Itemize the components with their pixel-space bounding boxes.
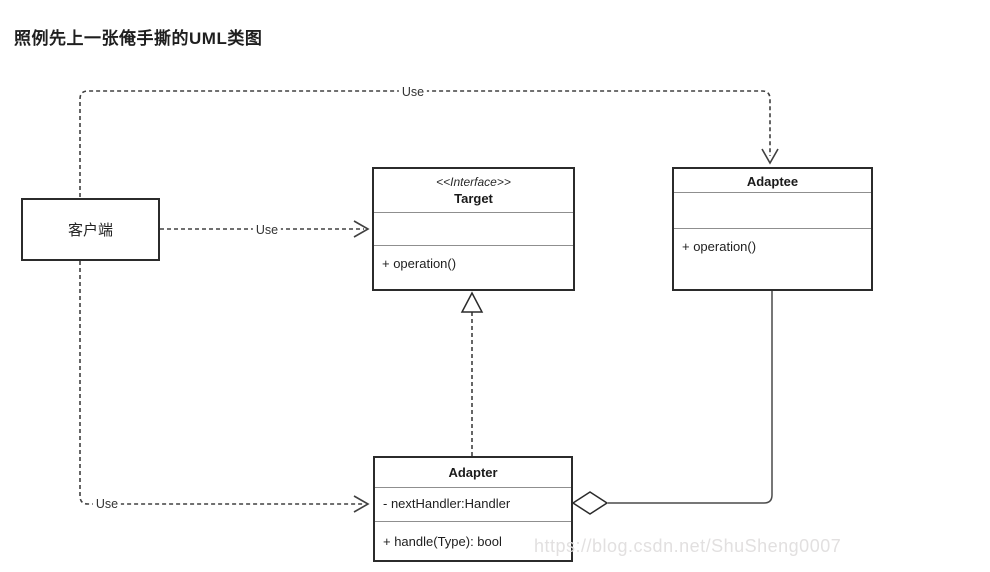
- method-item: + operation(): [682, 239, 757, 254]
- use-dependency-line-client-adaptee: [79, 90, 771, 197]
- attributes-section-adapter: - nextHandler:Handler: [375, 488, 571, 522]
- attributes-section-target: [374, 213, 573, 246]
- class-box-adapter: Adapter - nextHandler:Handler + handle(T…: [373, 456, 573, 562]
- aggregation-line-adaptee-adapter: [608, 291, 773, 504]
- class-box-client: 客户端: [21, 198, 160, 261]
- attribute-item: - nextHandler:Handler: [383, 496, 511, 511]
- use-dependency-line-client-adapter: [79, 261, 364, 505]
- edge-label-use-top: Use: [398, 85, 428, 99]
- edge-label-use-middle: Use: [252, 223, 282, 237]
- class-name-client: 客户端: [67, 222, 113, 239]
- open-arrowhead-icon-target: [353, 220, 370, 238]
- method-item: + handle(Type): bool: [383, 534, 502, 549]
- methods-section-adapter: + handle(Type): bool: [375, 522, 571, 549]
- class-box-target: <<Interface>> Target + operation(): [372, 167, 575, 291]
- edge-label-use-bottom: Use: [92, 497, 122, 511]
- methods-section-adaptee: + operation(): [674, 229, 871, 254]
- class-name-adapter: Adapter: [448, 465, 498, 480]
- class-header-target: <<Interface>> Target: [374, 169, 573, 213]
- stereotype-label: <<Interface>>: [436, 175, 511, 189]
- hollow-diamond-icon-aggregation: [571, 491, 609, 515]
- methods-section-target: + operation(): [374, 246, 573, 271]
- hollow-triangle-icon-realization: [460, 291, 484, 313]
- method-item: + operation(): [382, 256, 457, 271]
- open-arrowhead-icon-adapter: [353, 495, 370, 513]
- attributes-section-adaptee: [674, 193, 871, 229]
- class-header-adapter: Adapter: [375, 458, 571, 488]
- class-name-target: Target: [454, 190, 493, 206]
- page-title: 照例先上一张俺手撕的UML类图: [14, 29, 263, 48]
- open-arrowhead-icon-adaptee: [761, 148, 779, 165]
- class-name-adaptee: Adaptee: [746, 174, 799, 189]
- class-header-adaptee: Adaptee: [674, 169, 871, 193]
- watermark-text: https://blog.csdn.net/ShuSheng0007: [534, 536, 842, 556]
- class-box-adaptee: Adaptee + operation(): [672, 167, 873, 291]
